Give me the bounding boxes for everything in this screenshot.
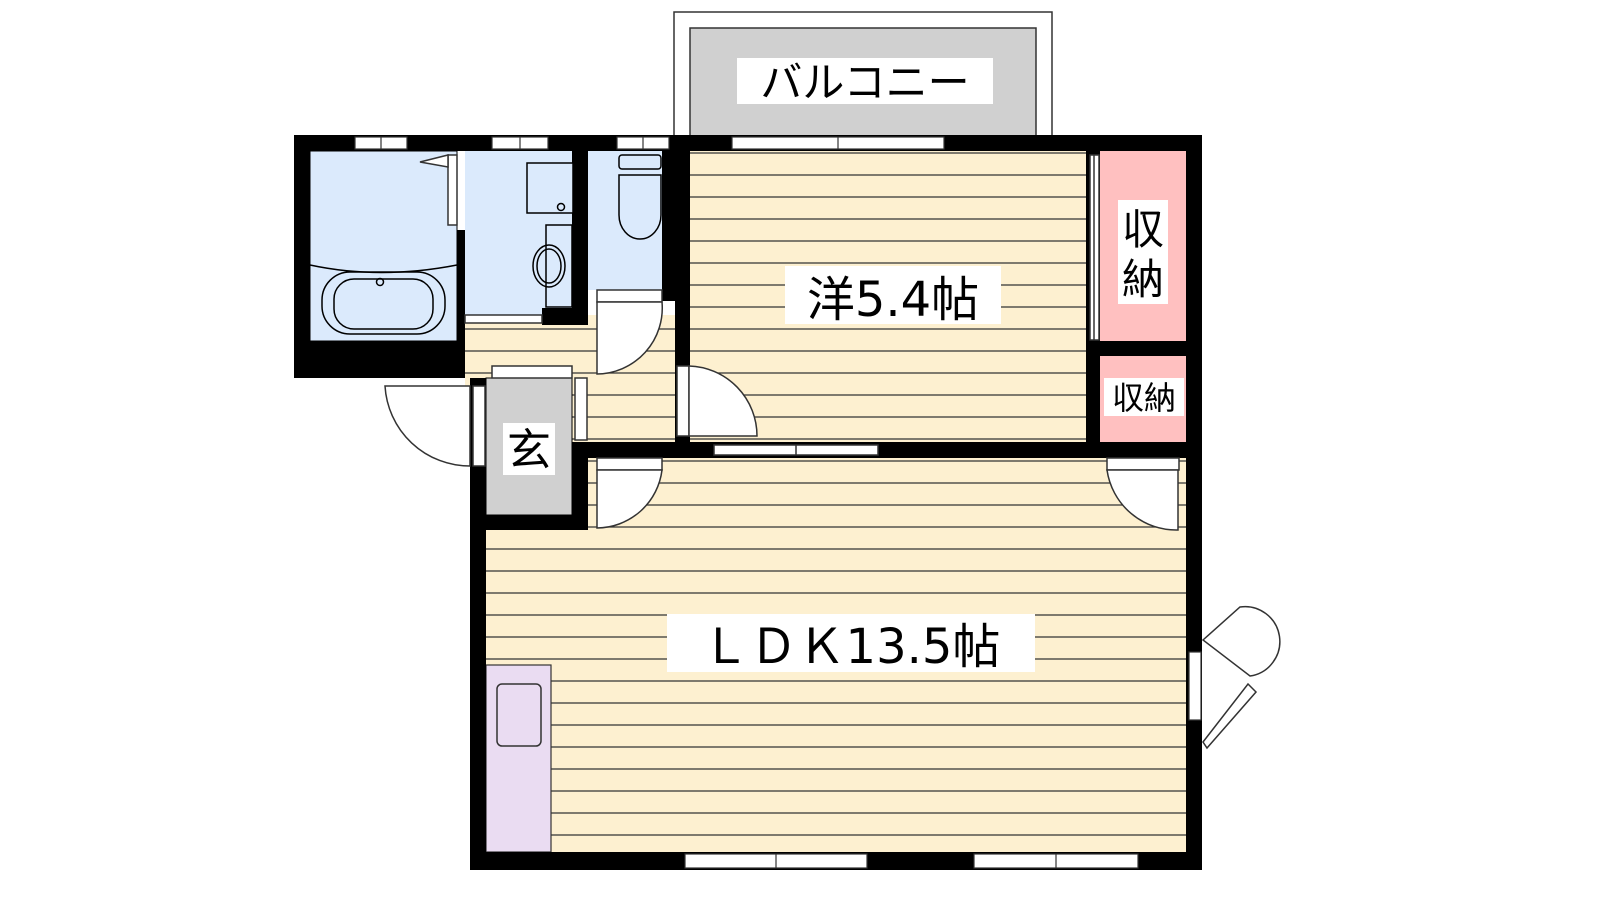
kitchen-sink bbox=[496, 683, 542, 747]
doors[interactable] bbox=[384, 154, 1281, 750]
closet-small-label: 収納 bbox=[1112, 379, 1176, 417]
balcony: バルコニー bbox=[673, 11, 1053, 137]
toilet-room bbox=[588, 151, 662, 290]
western-room-label: 洋5.4帖 bbox=[807, 272, 979, 328]
bathroom bbox=[309, 150, 458, 342]
balcony-label: バルコニー bbox=[760, 58, 969, 107]
closet-large-label-2: 納 bbox=[1122, 255, 1164, 304]
entrance-label: 玄 bbox=[507, 425, 551, 476]
closet-large-label-1: 収 bbox=[1122, 205, 1164, 254]
ldk-label: ＬＤＫ13.5帖 bbox=[702, 619, 1001, 675]
windows bbox=[354, 136, 1202, 869]
fixtures bbox=[309, 154, 662, 335]
